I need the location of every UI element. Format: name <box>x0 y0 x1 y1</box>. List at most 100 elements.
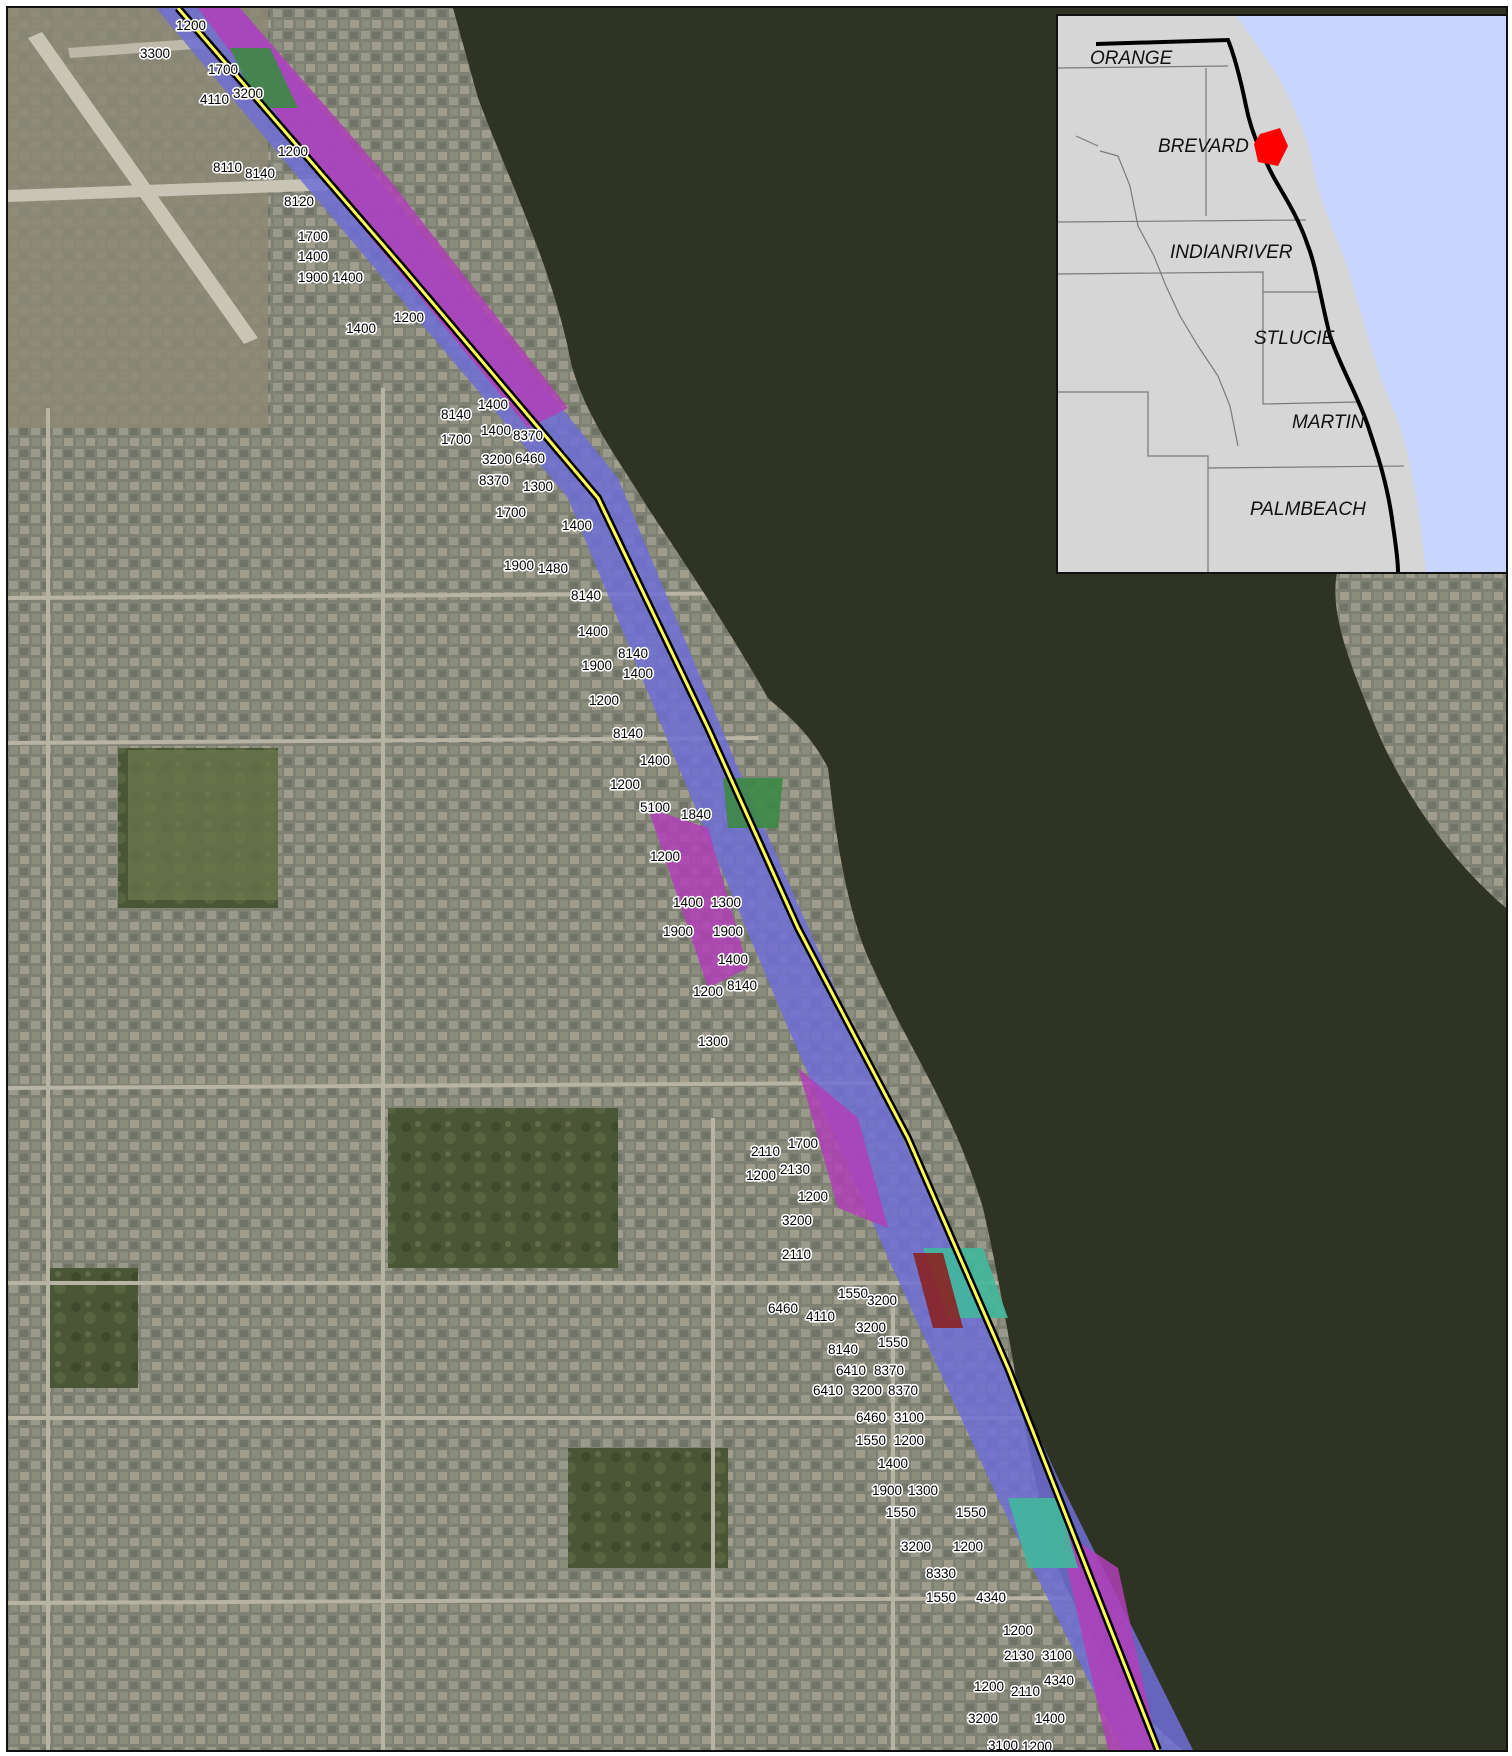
landuse-code-label: 1400 <box>878 1456 908 1471</box>
landuse-code-label: 3200 <box>901 1539 931 1554</box>
landuse-code-label: 2110 <box>782 1247 811 1262</box>
landuse-code-label: 3300 <box>140 46 170 61</box>
landuse-code-label: 1400 <box>673 895 703 910</box>
landuse-code-label: 8140 <box>571 588 601 603</box>
landuse-code-label: 1300 <box>908 1483 938 1498</box>
landuse-code-label: 1200 <box>589 693 619 708</box>
landuse-code-label: 6460 <box>856 1410 886 1425</box>
landuse-code-label: 1200 <box>1022 1739 1052 1750</box>
golf-course <box>128 750 278 900</box>
landuse-code-label: 3100 <box>1042 1648 1072 1663</box>
landuse-code-label: 8140 <box>727 978 757 993</box>
vegetation-patch <box>388 1108 618 1268</box>
landuse-code-label: 1400 <box>333 270 363 285</box>
landuse-code-label: 8140 <box>613 726 643 741</box>
landuse-code-label: 1700 <box>298 229 328 244</box>
landuse-code-label: 1300 <box>523 479 553 494</box>
landuse-code-label: 8120 <box>284 194 314 209</box>
landuse-code-label: 8370 <box>888 1383 918 1398</box>
corridor-band-magenta <box>798 1068 888 1228</box>
inset-county-label-martin: MARTIN <box>1292 412 1365 433</box>
landuse-code-label: 8370 <box>513 428 543 443</box>
landuse-code-label: 4110 <box>200 92 229 107</box>
landuse-code-label: 1200 <box>176 18 206 33</box>
landuse-code-label: 1200 <box>693 984 723 999</box>
landuse-code-label: 1200 <box>746 1168 776 1183</box>
landuse-code-label: 4340 <box>1044 1673 1074 1688</box>
landuse-code-label: 1700 <box>441 432 471 447</box>
landuse-code-label: 2130 <box>780 1162 810 1177</box>
landuse-code-label: 1400 <box>481 423 511 438</box>
landuse-code-label: 1900 <box>713 924 743 939</box>
landuse-code-label: 1200 <box>798 1189 828 1204</box>
landuse-code-label: 5100 <box>640 800 670 815</box>
landuse-code-label: 1400 <box>478 397 508 412</box>
landuse-code-label: 1400 <box>562 518 592 533</box>
landuse-code-label: 1200 <box>953 1539 983 1554</box>
landuse-code-label: 8370 <box>479 473 509 488</box>
landuse-code-label: 8110 <box>213 160 242 175</box>
landuse-code-label: 1400 <box>298 249 328 264</box>
landuse-code-label: 3200 <box>968 1711 998 1726</box>
study-area-marker <box>1254 128 1288 166</box>
landuse-code-label: 3200 <box>867 1293 897 1308</box>
landuse-code-label: 4110 <box>806 1309 835 1324</box>
vegetation-patch <box>48 1268 138 1388</box>
landuse-code-label: 1550 <box>956 1505 986 1520</box>
landuse-code-label: 1550 <box>878 1335 908 1350</box>
landuse-code-label: 1400 <box>718 952 748 967</box>
landuse-code-label: 1550 <box>926 1590 956 1605</box>
landuse-code-label: 6410 <box>836 1363 866 1378</box>
landuse-code-label: 2110 <box>1011 1684 1040 1699</box>
landuse-code-label: 1900 <box>504 558 534 573</box>
corridor-band-green <box>230 48 298 108</box>
landuse-code-label: 8140 <box>441 407 471 422</box>
inset-ocean <box>1236 16 1506 572</box>
inset-county-label-indianriver: INDIANRIVER <box>1170 242 1293 263</box>
landuse-code-label: 1400 <box>578 624 608 639</box>
landuse-code-label: 4340 <box>976 1590 1006 1605</box>
landuse-code-label: 1200 <box>394 310 424 325</box>
landuse-code-label: 6460 <box>515 451 545 466</box>
landuse-code-label: 8140 <box>618 646 648 661</box>
landuse-code-label: 1900 <box>663 924 693 939</box>
road-network <box>8 388 1069 1750</box>
inset-rail-line <box>1095 37 1400 572</box>
landuse-code-label: 1700 <box>788 1136 818 1151</box>
barrier-island <box>1335 556 1506 908</box>
inset-county-label-stlucie: STLUCIE <box>1254 328 1335 349</box>
landuse-code-label: 1480 <box>538 561 568 576</box>
landuse-code-label: 1400 <box>640 753 670 768</box>
landuse-code-label: 1700 <box>496 505 526 520</box>
landuse-code-label: 3100 <box>894 1410 924 1425</box>
inset-county-label-brevard: BREVARD <box>1158 136 1249 157</box>
landuse-code-label: 1300 <box>711 895 741 910</box>
landuse-code-label: 1200 <box>894 1433 924 1448</box>
inset-county-label-palmbeach: PALMBEACH <box>1250 499 1366 520</box>
inset-svg <box>1058 16 1506 572</box>
landuse-code-label: 1550 <box>838 1286 868 1301</box>
landuse-code-label: 1400 <box>623 666 653 681</box>
landuse-code-label: 8370 <box>874 1363 904 1378</box>
landuse-code-label: 2110 <box>751 1144 780 1159</box>
landuse-code-label: 3200 <box>852 1383 882 1398</box>
inset-locator-map: ORANGE BREVARD INDIANRIVER STLUCIE MARTI… <box>1056 14 1506 574</box>
landuse-code-label: 1900 <box>298 270 328 285</box>
landuse-code-label: 1200 <box>974 1679 1004 1694</box>
landuse-code-label: 1840 <box>681 807 711 822</box>
landuse-code-label: 1550 <box>856 1433 886 1448</box>
landuse-code-label: 2130 <box>1004 1648 1034 1663</box>
landuse-code-label: 3200 <box>482 452 512 467</box>
landuse-code-label: 3100 <box>988 1738 1018 1750</box>
corridor-band-magenta <box>198 8 568 428</box>
landuse-code-label: 1300 <box>698 1034 728 1049</box>
landuse-corridor <box>156 8 1193 1750</box>
landuse-code-label: 8140 <box>828 1342 858 1357</box>
landuse-code-label: 1200 <box>1003 1623 1033 1638</box>
landuse-code-label: 3200 <box>233 86 263 101</box>
landuse-code-label: 1900 <box>582 658 612 673</box>
landuse-code-label: 3200 <box>782 1213 812 1228</box>
landuse-code-label: 8140 <box>245 166 275 181</box>
